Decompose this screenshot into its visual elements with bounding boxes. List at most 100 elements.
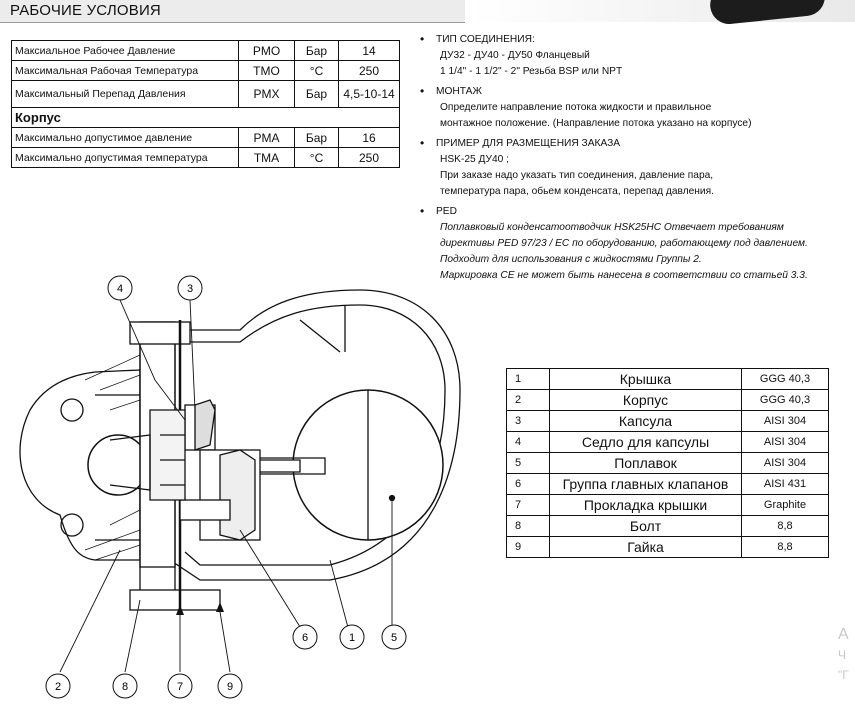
leader-arrowheads — [176, 602, 224, 615]
note-title: PED — [436, 206, 457, 217]
callout-label: 7 — [177, 681, 183, 693]
condition-value: 16 — [338, 127, 400, 148]
watermark-line: Ч — [838, 648, 846, 662]
note-connection: ТИП СОЕДИНЕНИЯ: ДУ32 - ДУ40 - ДУ50 Фланц… — [418, 31, 855, 80]
cover-outline — [159, 289, 461, 581]
condition-label: Максимально допустимая температура — [11, 147, 239, 168]
table-section-row: Корпус — [11, 107, 400, 128]
callout-label: 8 — [122, 681, 128, 693]
part-number: 1 — [506, 368, 550, 390]
note-line: 1 1/4" - 1 1/2" - 2" Резьба BSP или NPT — [440, 66, 623, 77]
part-name: Капсула — [549, 410, 742, 432]
part-number: 8 — [506, 515, 550, 537]
condition-unit: Бар — [294, 80, 339, 108]
table-row: Максимальная Рабочая Температура TMO °C … — [11, 60, 400, 81]
product-photo-fragment — [470, 0, 855, 26]
callout-5: 5 — [381, 624, 407, 650]
part-material: 8,8 — [741, 536, 829, 558]
operating-conditions-table: Максиальное Рабочее Давление PMO Бар 14 … — [11, 40, 400, 168]
note-order-example: ПРИМЕР ДЛЯ РАЗМЕЩЕНИЯ ЗАКАЗА HSK-25 ДУ40… — [418, 135, 855, 200]
part-name: Группа главных клапанов — [549, 473, 742, 495]
callout-7: 7 — [167, 673, 193, 699]
watermark-text: A Ч "Г — [838, 625, 849, 685]
part-material: AISI 304 — [741, 431, 829, 453]
condition-symbol: PMX — [238, 80, 295, 108]
note-title: ТИП СОЕДИНЕНИЯ: — [436, 34, 535, 45]
condition-symbol: TMA — [238, 147, 295, 168]
section-title: РАБОЧИЕ УСЛОВИЯ — [10, 2, 161, 19]
condition-unit: °C — [294, 147, 339, 168]
table-row: Максимальный Перепад Давления PMX Бар 4,… — [11, 80, 400, 108]
product-photo-shape — [708, 0, 827, 26]
part-name: Болт — [549, 515, 742, 537]
note-line: HSK-25 ДУ40 ; — [440, 154, 509, 165]
part-material: AISI 304 — [741, 410, 829, 432]
part-name: Гайка — [549, 536, 742, 558]
body-flange-outline — [19, 369, 141, 561]
condition-value: 4,5-10-14 — [338, 80, 400, 108]
part-number: 3 — [506, 410, 550, 432]
part-material: AISI 304 — [741, 452, 829, 474]
flange-bolt-hole — [60, 513, 84, 537]
part-number: 5 — [506, 452, 550, 474]
note-mounting: МОНТАЖ Определите направление потока жид… — [418, 83, 855, 132]
callout-2: 2 — [45, 673, 71, 699]
callout-label: 4 — [117, 283, 123, 295]
section-hatching — [84, 354, 141, 561]
note-line: ДУ32 - ДУ40 - ДУ50 Фланцевый — [440, 50, 590, 61]
note-line: температура пара, обьем конденсата, пере… — [440, 186, 714, 197]
condition-unit: Бар — [294, 127, 339, 148]
part-name: Поплавок — [549, 452, 742, 474]
note-line: Поплавковый конденсатоотводчик HSK25HC О… — [440, 222, 784, 233]
callout-label: 6 — [302, 632, 308, 644]
part-name: Крышка — [549, 368, 742, 390]
callout-1: 1 — [339, 624, 365, 650]
callout-8: 8 — [112, 673, 138, 699]
condition-label: Максиальное Рабочее Давление — [11, 40, 239, 61]
table-row: Максимально допустимое давление PMA Бар … — [11, 127, 400, 148]
condition-label: Максимальный Перепад Давления — [11, 80, 239, 108]
watermark-line: "Г — [838, 668, 849, 682]
part-number: 9 — [506, 536, 550, 558]
condition-value: 14 — [338, 40, 400, 61]
part-material: GGG 40,3 — [741, 368, 829, 390]
part-number: 4 — [506, 431, 550, 453]
condition-symbol: TMO — [238, 60, 295, 81]
callout-4: 4 — [107, 275, 133, 301]
callout-label: 1 — [349, 632, 355, 644]
part-name: Прокладка крышки — [549, 494, 742, 516]
part-material: AISI 431 — [741, 473, 829, 495]
note-title: МОНТАЖ — [436, 86, 482, 97]
note-line: монтажное положение. (Направление потока… — [440, 118, 752, 129]
note-line: директивы PED 97/23 / EC по оборудованию… — [440, 238, 808, 249]
condition-label: Максимальная Рабочая Температура — [11, 60, 239, 81]
condition-symbol: PMA — [238, 127, 295, 148]
part-material: 8,8 — [741, 515, 829, 537]
condition-symbol: PMO — [238, 40, 295, 61]
callout-9: 9 — [217, 673, 243, 699]
watermark-line: A — [838, 626, 849, 643]
part-number: 6 — [506, 473, 550, 495]
note-line: Подходит для использования с жидкостями … — [440, 254, 702, 265]
note-line: Определите направление потока жидкости и… — [440, 102, 712, 113]
note-line: Маркировка CE не может быть нанесена в с… — [440, 270, 808, 281]
callout-3: 3 — [177, 275, 203, 301]
note-ped: PED Поплавковый конденсатоотводчик HSK25… — [418, 203, 855, 284]
section-label-body: Корпус — [11, 107, 400, 128]
condition-value: 250 — [338, 60, 400, 81]
leader-lines — [59, 299, 393, 673]
table-row: Максимально допустимая температура TMA °… — [11, 147, 400, 168]
callout-label: 3 — [187, 283, 193, 295]
callout-label: 2 — [55, 681, 61, 693]
callout-label: 5 — [391, 632, 397, 644]
condition-label: Максимально допустимое давление — [11, 127, 239, 148]
callout-6: 6 — [292, 624, 318, 650]
section-header: РАБОЧИЕ УСЛОВИЯ — [0, 0, 465, 23]
